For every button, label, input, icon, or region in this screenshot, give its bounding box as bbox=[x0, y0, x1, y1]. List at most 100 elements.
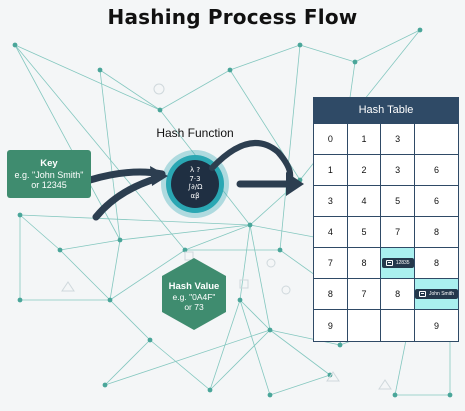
network-edge bbox=[184, 224, 251, 251]
hash-function-label: Hash Function bbox=[156, 126, 234, 140]
network-edge bbox=[109, 299, 151, 341]
network-node bbox=[417, 27, 423, 33]
hash-table-cell: 3 bbox=[381, 155, 415, 186]
network-edge bbox=[269, 374, 331, 396]
hash-table-cell: 12835 bbox=[381, 248, 415, 279]
hash-table-cell: 2 bbox=[347, 155, 382, 186]
network-edge bbox=[19, 214, 61, 251]
network-edge bbox=[59, 239, 121, 251]
network-node bbox=[107, 297, 113, 303]
hash-value-hexagon bbox=[162, 258, 226, 330]
hash-value-text: Hash Value e.g. "0A4F" or 73 bbox=[163, 282, 225, 313]
background-decor-shapes bbox=[61, 83, 392, 390]
hash-table-cell: 8 bbox=[414, 217, 458, 248]
network-node bbox=[392, 392, 398, 398]
network-edge bbox=[159, 69, 231, 111]
key-alt: or 12345 bbox=[31, 179, 67, 190]
hash-function-symbols: λ ? 7·3 ∫∂/Ω αβ bbox=[172, 166, 218, 200]
hash-value-alt: or 73 bbox=[184, 302, 204, 312]
network-edge bbox=[14, 44, 161, 111]
network-edge bbox=[104, 329, 271, 386]
network-edge bbox=[354, 29, 421, 63]
hash-table-cell: 1 bbox=[347, 124, 382, 155]
hash-table-cell: 7 bbox=[381, 217, 415, 248]
network-edge bbox=[239, 299, 271, 396]
hash-table-cell: 9 bbox=[314, 310, 348, 341]
network-edge bbox=[249, 224, 271, 331]
hash-table-cell: 8 bbox=[381, 279, 415, 310]
hash-table-cell: 6 bbox=[414, 155, 458, 186]
hash-function-symbol-line: λ ? bbox=[189, 166, 201, 174]
network-edge bbox=[99, 69, 161, 111]
network-node bbox=[157, 107, 163, 113]
network-node bbox=[237, 297, 243, 303]
hash-function-symbol-line: ∫∂/Ω bbox=[187, 183, 203, 191]
network-edge bbox=[279, 44, 301, 251]
network-node bbox=[17, 212, 23, 218]
hash-table-cell: 3 bbox=[381, 124, 415, 155]
network-edge bbox=[104, 339, 151, 386]
network-edge bbox=[239, 299, 271, 331]
hash-table-cell: 9 bbox=[433, 320, 439, 331]
hash-function-symbol-line: 7·3 bbox=[189, 174, 201, 183]
hash-table-cell: 1 bbox=[314, 155, 348, 186]
hash-table-cell bbox=[348, 310, 382, 341]
id-card-icon bbox=[385, 260, 393, 266]
id-card-icon bbox=[418, 291, 426, 297]
hash-table-cell: 7 bbox=[347, 279, 382, 310]
network-node bbox=[277, 247, 283, 253]
hash-table-entry-chip: John Smith bbox=[414, 289, 458, 299]
network-node bbox=[352, 59, 358, 65]
network-edge bbox=[19, 214, 251, 226]
network-edge bbox=[149, 339, 211, 391]
hash-table-cell: 6 bbox=[414, 186, 458, 217]
hash-table-entry-chip: 12835 bbox=[381, 258, 414, 268]
hash-table-header: Hash Table bbox=[313, 97, 459, 123]
hash-table-cell: 4 bbox=[347, 186, 382, 217]
network-edge bbox=[269, 329, 341, 346]
network-edge bbox=[59, 249, 111, 301]
hash-table-cell: 5 bbox=[347, 217, 382, 248]
network-edge bbox=[119, 224, 251, 241]
network-edge bbox=[239, 224, 251, 301]
network-node bbox=[337, 342, 343, 348]
hash-function-symbol-line: αβ bbox=[190, 191, 200, 200]
hash-function-core bbox=[171, 160, 219, 208]
network-node bbox=[97, 67, 103, 73]
hash-table-entry-text: 12835 bbox=[395, 260, 410, 266]
key-box: Key e.g. "John Smith" or 12345 bbox=[7, 150, 91, 198]
hash-table-cell bbox=[414, 124, 458, 155]
network-edge bbox=[14, 44, 186, 251]
hash-table-cell: 0 bbox=[314, 124, 348, 155]
hash-table-cell: 8 bbox=[347, 248, 382, 279]
network-edge bbox=[299, 44, 356, 63]
network-edge bbox=[229, 44, 301, 71]
diagram-title: Hashing Process Flow bbox=[107, 5, 358, 29]
hash-table-cell: 8 bbox=[414, 248, 458, 279]
network-node bbox=[57, 247, 63, 253]
key-title: Key bbox=[40, 157, 58, 169]
hash-table-cell: 4 bbox=[314, 217, 348, 248]
hash-table-cell: 7 bbox=[314, 248, 348, 279]
network-edge bbox=[99, 69, 121, 241]
hash-table-cell: 8 bbox=[314, 279, 348, 310]
network-edge bbox=[109, 249, 186, 301]
hash-table-entry-text: John Smith bbox=[428, 291, 454, 297]
hash-table-cell: 5 bbox=[381, 186, 415, 217]
arrow-key-to-function bbox=[86, 166, 168, 221]
network-node bbox=[102, 382, 108, 388]
hash-table-cell: John Smith bbox=[414, 279, 458, 310]
network-node bbox=[17, 297, 23, 303]
hash-value-example: e.g. "0A4F" bbox=[172, 292, 216, 302]
network-node bbox=[227, 67, 233, 73]
network-edge bbox=[109, 239, 121, 301]
key-example: e.g. "John Smith" bbox=[14, 169, 84, 180]
arrow-function-to-table bbox=[209, 140, 304, 196]
hash-table-cell bbox=[381, 310, 415, 341]
network-node bbox=[267, 327, 273, 333]
network-node bbox=[247, 222, 253, 228]
network-node bbox=[182, 247, 188, 253]
network-node bbox=[12, 42, 18, 48]
